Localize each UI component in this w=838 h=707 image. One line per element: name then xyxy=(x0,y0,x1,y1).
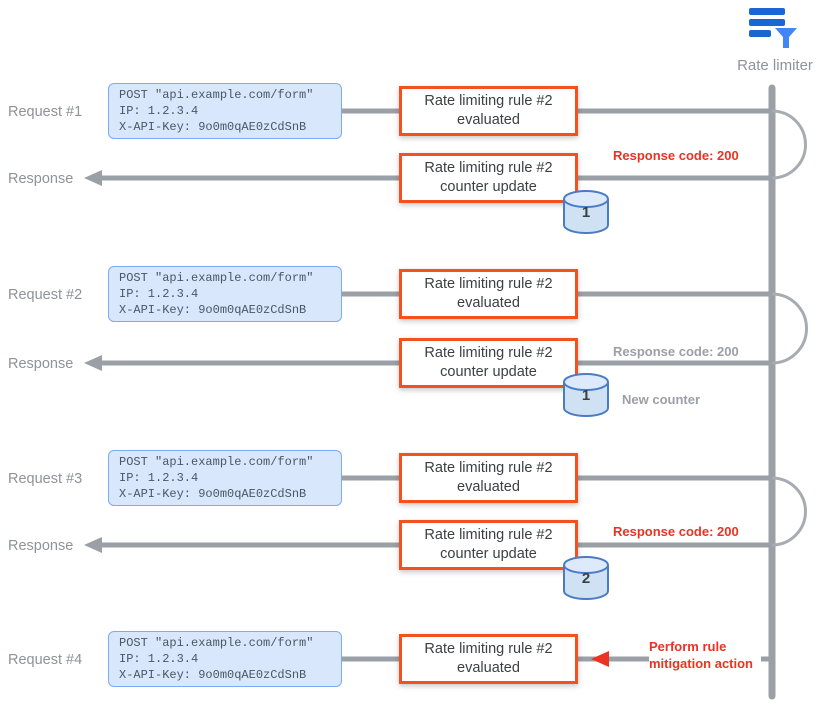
rule-evaluated-box: Rate limiting rule #2 evaluated xyxy=(399,634,578,684)
counter-value: 2 xyxy=(581,570,591,587)
rule-step: evaluated xyxy=(457,295,520,311)
rule-step: counter update xyxy=(440,546,537,562)
mitigation-action-annotation: Perform rule mitigation action xyxy=(649,638,761,672)
rule-step: evaluated xyxy=(457,479,520,495)
request-line-apikey: X-API-Key: 9o0m0qAE0zCdSnB xyxy=(119,667,307,682)
rule-name: Rate limiting rule #2 xyxy=(424,344,553,361)
request-line-method: POST "api.example.com/form" xyxy=(119,635,314,650)
rule-name: Rate limiting rule #2 xyxy=(424,459,553,476)
request-payload: POST "api.example.com/form" IP: 1.2.3.4 … xyxy=(108,266,342,322)
rule-name: Rate limiting rule #2 xyxy=(424,92,553,109)
request-line-apikey: X-API-Key: 9o0m0qAE0zCdSnB xyxy=(119,302,307,317)
counter-value: 1 xyxy=(581,387,591,404)
request-payload: POST "api.example.com/form" IP: 1.2.3.4 … xyxy=(108,83,342,139)
counter-database-icon: 2 xyxy=(562,555,610,601)
mitigation-action-line2: mitigation action xyxy=(649,656,753,671)
counter-update-box: Rate limiting rule #2 counter update xyxy=(399,520,578,570)
rule-step: evaluated xyxy=(457,112,520,128)
rule-step: counter update xyxy=(440,364,537,380)
rule-evaluated-box: Rate limiting rule #2 evaluated xyxy=(399,269,578,319)
response-arrowhead-icon xyxy=(84,355,102,371)
rule-name: Rate limiting rule #2 xyxy=(424,159,553,176)
counter-database-icon: 1 xyxy=(562,189,610,235)
request-line-method: POST "api.example.com/form" xyxy=(119,270,314,285)
rule-name: Rate limiting rule #2 xyxy=(424,526,553,543)
request-label: Request #1 xyxy=(8,104,83,120)
counter-update-box: Rate limiting rule #2 counter update xyxy=(399,153,578,203)
request-payload: POST "api.example.com/form" IP: 1.2.3.4 … xyxy=(108,450,342,506)
rule-step: evaluated xyxy=(457,660,520,676)
rule-name: Rate limiting rule #2 xyxy=(424,275,553,292)
lifeline-arc xyxy=(771,476,807,547)
lifeline-arc xyxy=(771,109,807,180)
request-payload: POST "api.example.com/form" IP: 1.2.3.4 … xyxy=(108,631,342,687)
rate-limiter-icon xyxy=(749,8,797,48)
request-label: Request #4 xyxy=(8,652,83,668)
request-line-apikey: X-API-Key: 9o0m0qAE0zCdSnB xyxy=(119,486,307,501)
request-line-ip: IP: 1.2.3.4 xyxy=(119,103,199,118)
request-line-method: POST "api.example.com/form" xyxy=(119,87,314,102)
response-label: Response xyxy=(8,171,74,187)
request-line-ip: IP: 1.2.3.4 xyxy=(119,286,199,301)
response-label: Response xyxy=(8,538,74,554)
counter-database-icon: 1 xyxy=(562,372,610,418)
response-label: Response xyxy=(8,356,74,372)
rule-step: counter update xyxy=(440,179,537,195)
counter-value: 1 xyxy=(581,204,591,221)
request-line-ip: IP: 1.2.3.4 xyxy=(119,470,199,485)
request-label: Request #3 xyxy=(8,471,83,487)
response-code-annotation: Response code: 200 xyxy=(613,524,739,539)
lifeline-arc xyxy=(771,292,808,365)
rate-limiter-label: Rate limiter xyxy=(737,57,813,74)
rule-evaluated-box: Rate limiting rule #2 evaluated xyxy=(399,86,578,136)
rule-name: Rate limiting rule #2 xyxy=(424,640,553,657)
response-code-annotation: Response code: 200 xyxy=(613,344,739,359)
counter-update-box: Rate limiting rule #2 counter update xyxy=(399,338,578,388)
response-arrowhead-icon xyxy=(84,537,102,553)
mitigation-arrowhead-icon xyxy=(591,651,609,667)
request-label: Request #2 xyxy=(8,287,83,303)
mitigation-action-line1: Perform rule xyxy=(649,639,727,654)
counter-note: New counter xyxy=(622,392,701,407)
response-arrowhead-icon xyxy=(84,170,102,186)
request-line-method: POST "api.example.com/form" xyxy=(119,454,314,469)
request-line-apikey: X-API-Key: 9o0m0qAE0zCdSnB xyxy=(119,119,307,134)
response-code-annotation: Response code: 200 xyxy=(613,148,739,163)
request-line-ip: IP: 1.2.3.4 xyxy=(119,651,199,666)
rule-evaluated-box: Rate limiting rule #2 evaluated xyxy=(399,453,578,503)
